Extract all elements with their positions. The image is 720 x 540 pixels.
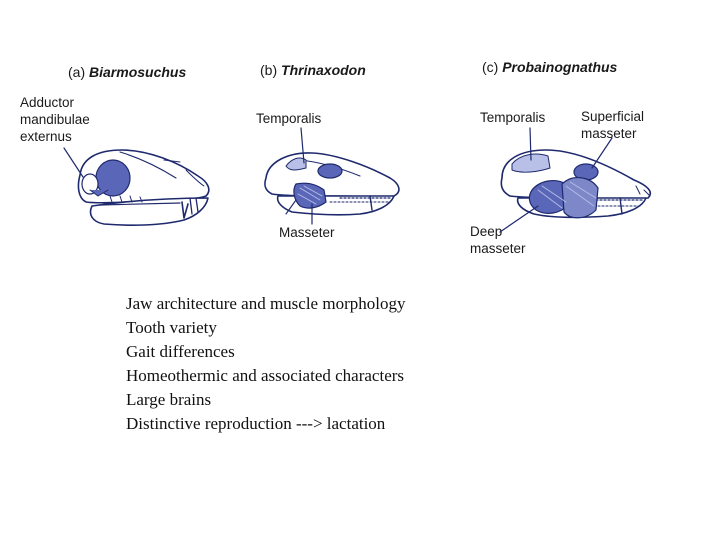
list-item: Gait differences xyxy=(126,342,235,361)
panel-label-c: (c) Probainognathus xyxy=(482,59,617,75)
leader-line-temporalis-c xyxy=(529,127,532,161)
panel-label-a: (a) Biarmosuchus xyxy=(68,64,186,80)
panel-letter: (a) xyxy=(68,64,86,80)
skull-illustrations xyxy=(63,127,652,233)
deep-masseter-muscle-c xyxy=(528,180,571,214)
callout-temporalis-b: Temporalis xyxy=(256,111,322,126)
callout-line: externus xyxy=(20,129,72,144)
panel-letter: (b) xyxy=(260,62,278,78)
callout-temporalis-c: Temporalis xyxy=(480,110,546,125)
skull-comparison-figure: (a) Biarmosuchus (b) Thrinaxodon (c) Pro… xyxy=(20,59,652,257)
list-item: Large brains xyxy=(126,390,212,409)
list-item: Tooth variety xyxy=(126,318,217,337)
callout-adductor: Adductor mandibulae externus xyxy=(20,94,90,145)
panel-letter: (c) xyxy=(482,59,499,75)
leader-line-temporalis-b xyxy=(300,127,305,164)
superficial-masseter-muscle-c xyxy=(561,177,599,219)
callout-masseter-b: Masseter xyxy=(279,225,335,240)
panel-taxon: Probainognathus xyxy=(502,59,618,75)
leader-line-deep-masseter xyxy=(499,205,539,233)
callout-line: masseter xyxy=(470,241,526,256)
leader-line-superficial-masseter xyxy=(591,137,613,169)
list-item: Distinctive reproduction ---> lactation xyxy=(126,414,386,433)
leader-line-adductor xyxy=(63,147,84,178)
callout-deep-masseter: Deep masseter xyxy=(470,223,526,257)
panel-taxon: Biarmosuchus xyxy=(89,64,187,80)
synapsid-trait-list: Jaw architecture and muscle morphology T… xyxy=(126,292,405,436)
panel-label-b: (b) Thrinaxodon xyxy=(260,62,366,78)
list-item: Homeothermic and associated characters xyxy=(126,366,405,385)
skull-thrinaxodon xyxy=(264,152,400,216)
panel-taxon: Thrinaxodon xyxy=(281,62,366,78)
callout-line: Deep xyxy=(470,224,503,239)
callout-line: Superficial xyxy=(581,109,645,124)
callout-superficial-masseter: Superficial masseter xyxy=(581,108,644,142)
callout-line: masseter xyxy=(581,126,637,141)
callout-line: Adductor xyxy=(20,95,75,110)
list-item: Jaw architecture and muscle morphology xyxy=(126,294,406,313)
orbit-b xyxy=(317,163,343,179)
callout-line: mandibulae xyxy=(20,112,90,127)
